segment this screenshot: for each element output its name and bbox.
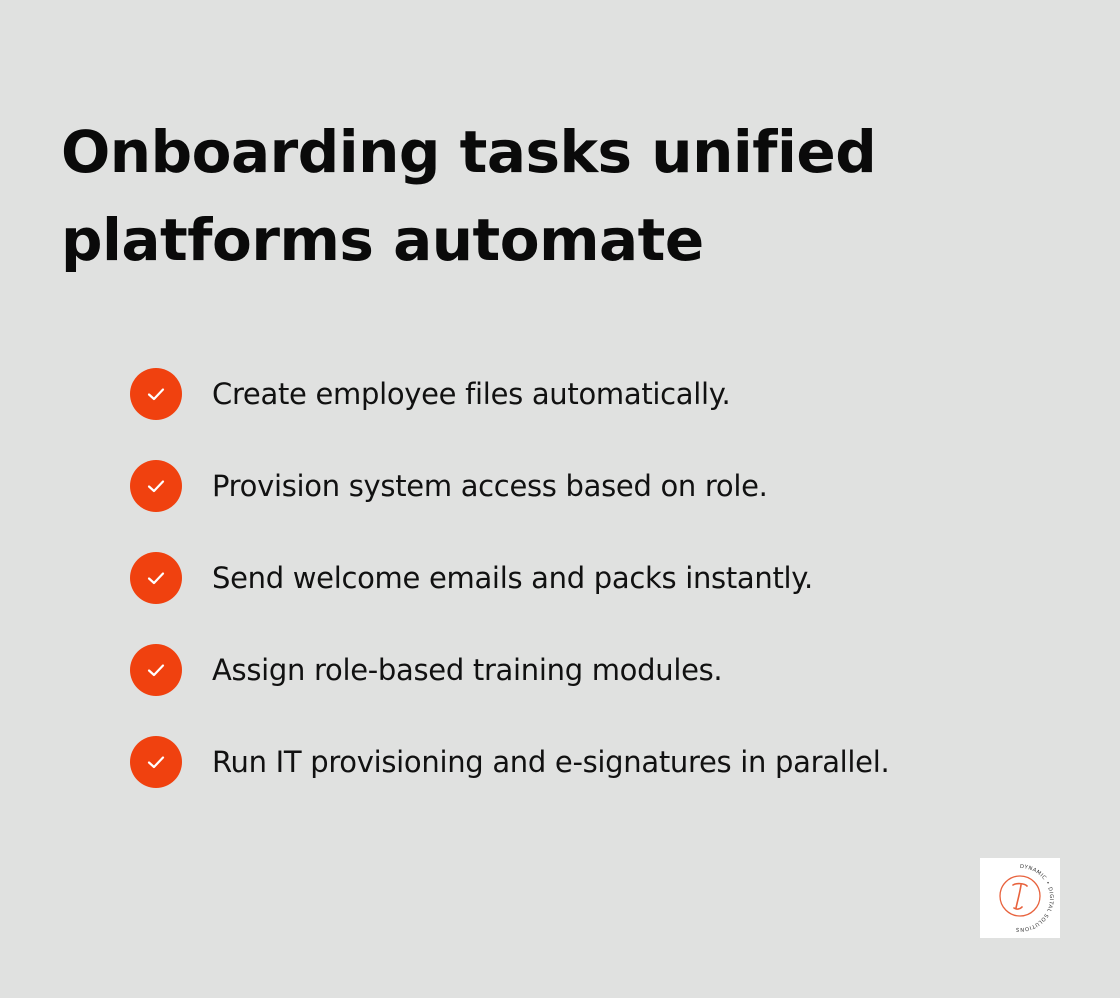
checklist-item-text: Create employee files automatically.	[212, 377, 731, 411]
checklist-item: Create employee files automatically.	[130, 368, 889, 420]
brand-logo-mark: DYNAMIC • DIGITAL SOLUTIONS	[999, 864, 1054, 932]
checklist-item: Run IT provisioning and e-signatures in …	[130, 736, 890, 788]
checklist-item: Assign role-based training modules.	[130, 644, 889, 696]
check-icon	[130, 644, 182, 696]
check-icon	[130, 460, 182, 512]
checklist-item-text: Provision system access based on role.	[212, 469, 768, 503]
task-checklist: Create employee files automatically. Pro…	[130, 368, 890, 788]
checklist-item: Provision system access based on role.	[130, 460, 889, 512]
check-icon	[130, 552, 182, 604]
svg-text:DYNAMIC • DIGITAL SOLUTIONS: DYNAMIC • DIGITAL SOLUTIONS	[1015, 864, 1054, 932]
checklist-item-text: Assign role-based training modules.	[212, 653, 723, 687]
checklist-item-text: Run IT provisioning and e-signatures in …	[212, 745, 890, 779]
brand-logo: DYNAMIC • DIGITAL SOLUTIONS	[980, 858, 1060, 938]
check-icon	[130, 736, 182, 788]
checklist-item-text: Send welcome emails and packs instantly.	[212, 561, 813, 595]
page-title-line-2: platforms automate	[61, 206, 704, 274]
page-title-line-1: Onboarding tasks unified	[61, 118, 877, 186]
checklist-item: Send welcome emails and packs instantly.	[130, 552, 889, 604]
check-icon	[130, 368, 182, 420]
page-title: Onboarding tasks unified platforms autom…	[61, 108, 1021, 284]
